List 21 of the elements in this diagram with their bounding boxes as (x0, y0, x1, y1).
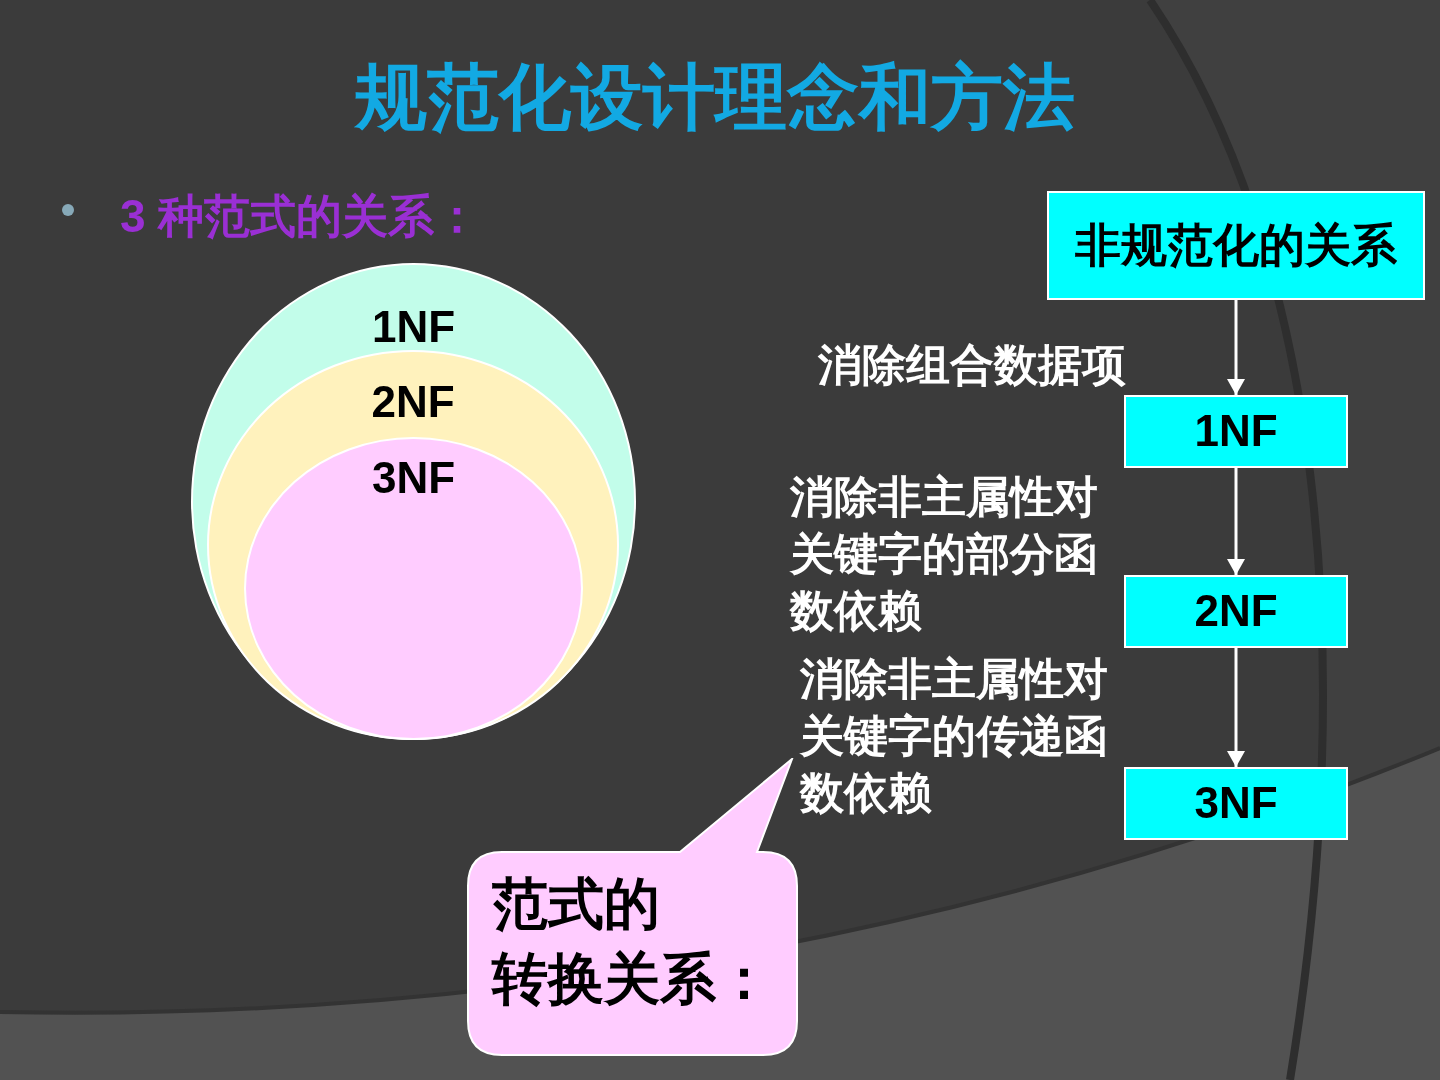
process-box (1047, 191, 1425, 300)
set-label: 2NF (371, 380, 455, 424)
bullet-text: 3 种范式的关系： (120, 189, 481, 244)
edge-label: 消除组合数据项 (818, 339, 1127, 391)
step-label: 非规范化的关系 (1075, 219, 1397, 272)
process-box (1124, 395, 1348, 468)
step-label: 3NF (1194, 778, 1278, 829)
set-label: 3NF (371, 456, 456, 500)
set-label: 1NF (371, 305, 456, 349)
arrow (1227, 300, 1245, 395)
edge-label: 消除非主属性对关键字的传递函数依赖 (800, 653, 1109, 819)
arrow (1227, 648, 1245, 767)
slide-title: 规范化设计理念和方法 (355, 56, 1075, 139)
process-box (1124, 575, 1348, 648)
edge-label: 消除非主属性对关键字的部分函数依赖 (790, 471, 1099, 637)
step-label: 2NF (1194, 586, 1278, 637)
callout-text: 转换关系： (492, 946, 772, 1012)
step-label: 1NF (1194, 406, 1278, 457)
process-box (1124, 767, 1348, 840)
callout-text: 范式的 (492, 871, 661, 937)
arrow (1227, 468, 1245, 575)
